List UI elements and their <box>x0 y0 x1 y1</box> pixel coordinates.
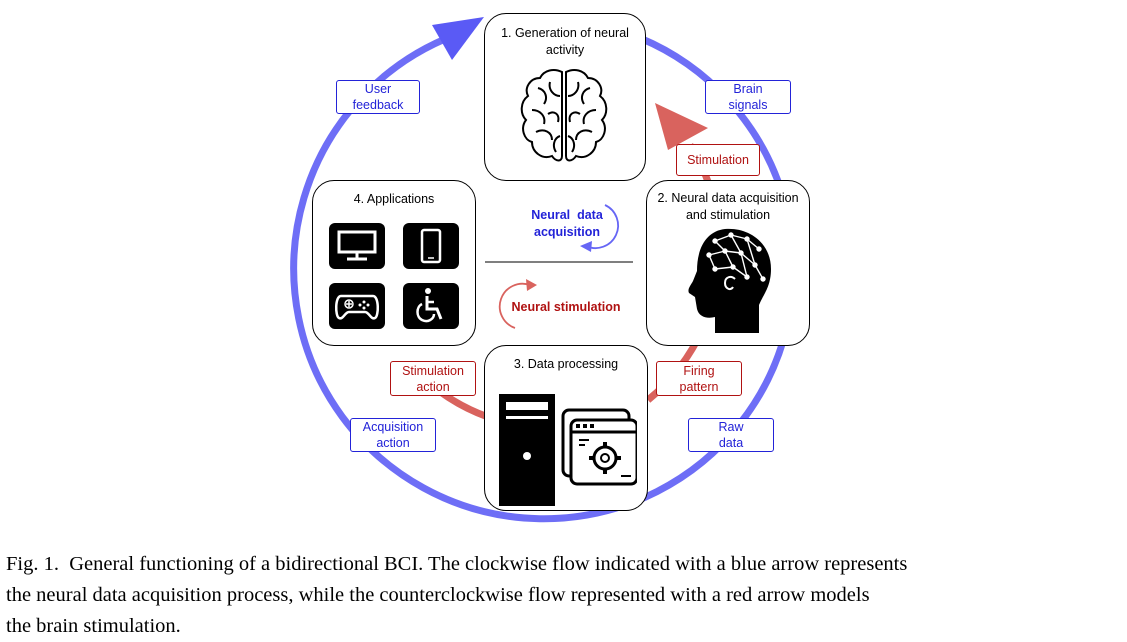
figure-caption: Fig. 1. General functioning of a bidirec… <box>6 549 1121 642</box>
tag-raw-data-line2: data <box>718 436 744 450</box>
tag-user-feedback-line1: User <box>364 82 392 96</box>
box-processing-title: 3. Data processing <box>513 357 619 371</box>
brain-icon <box>520 69 608 162</box>
tag-user-feedback: User feedback <box>336 80 420 114</box>
center-acquisition-line1: Neural data <box>531 208 603 222</box>
gamepad-icon <box>329 283 385 329</box>
red-flow-arrowhead <box>655 103 708 150</box>
box-acquisition: 2. Neural data acquisition and stimulati… <box>646 180 810 346</box>
center-stimulation-label: Neural stimulation <box>511 300 621 314</box>
tag-brain-signals: Brain signals <box>705 80 791 114</box>
tag-brain-signals-line1: Brain <box>733 82 763 96</box>
small-red-loop <box>498 282 531 329</box>
wheelchair-icon <box>403 283 459 329</box>
head-eeg-icon <box>688 228 771 333</box>
monitor-icon <box>329 223 385 269</box>
tag-acquisition-action: Acquisition action <box>350 418 436 452</box>
box-generation-title-line1: 1. Generation of neural <box>501 26 629 40</box>
tag-firing-pattern-line1: Firing <box>683 363 715 378</box>
box-generation-title-line2: activity <box>545 43 585 57</box>
box-acquisition-title: 2. Neural data acquisition and stimulati… <box>647 190 809 224</box>
tag-firing-pattern-line2: pattern <box>679 379 719 394</box>
small-red-loop-head <box>526 279 537 291</box>
tag-acquisition-action-line1: Acquisition <box>362 420 424 434</box>
caption-line3: the brain stimulation. <box>6 615 181 637</box>
box-acquisition-title-line1: 2. Neural data acquisition <box>657 191 799 205</box>
caption-line1: Fig. 1. General functioning of a bidirec… <box>6 553 908 575</box>
tag-raw-data-line1: Raw <box>718 420 744 434</box>
tag-stimulation: Stimulation <box>676 144 760 176</box>
box-acquisition-title-line2: and stimulation <box>685 208 771 222</box>
tag-user-feedback-line2: feedback <box>352 98 404 112</box>
blue-flow-arrowhead <box>432 17 484 60</box>
tag-stimulation-action: Stimulation action <box>390 361 476 396</box>
bci-diagram: 1. Generation of neural activity 2. Neur… <box>290 13 810 523</box>
center-acquisition-line2: acquisition <box>534 225 600 239</box>
tag-raw-data: Raw data <box>688 418 774 452</box>
small-blue-loop-head <box>580 241 592 252</box>
tag-firing-pattern: Firing pattern <box>656 361 742 396</box>
box-applications: 4. Applications <box>312 180 476 346</box>
tag-stimulation-line1: Stimulation <box>687 153 749 167</box>
tag-brain-signals-line2: signals <box>728 98 768 112</box>
tag-acquisition-action-line2: action <box>376 436 410 450</box>
center-acquisition-label: Neural data acquisition <box>520 207 614 241</box>
tag-stimulation-action-line2: action <box>416 379 450 394</box>
box-generation-title: 1. Generation of neural activity <box>485 25 645 59</box>
box-generation: 1. Generation of neural activity <box>484 13 646 181</box>
small-blue-loop <box>585 204 619 249</box>
box-processing: 3. Data processing <box>484 345 648 511</box>
phone-icon <box>403 223 459 269</box>
tag-stimulation-action-line1: Stimulation <box>402 363 464 378</box>
computer-processing-icon <box>499 394 637 506</box>
box-applications-title: 4. Applications <box>353 192 435 206</box>
caption-line2: the neural data acquisition process, whi… <box>6 584 870 606</box>
